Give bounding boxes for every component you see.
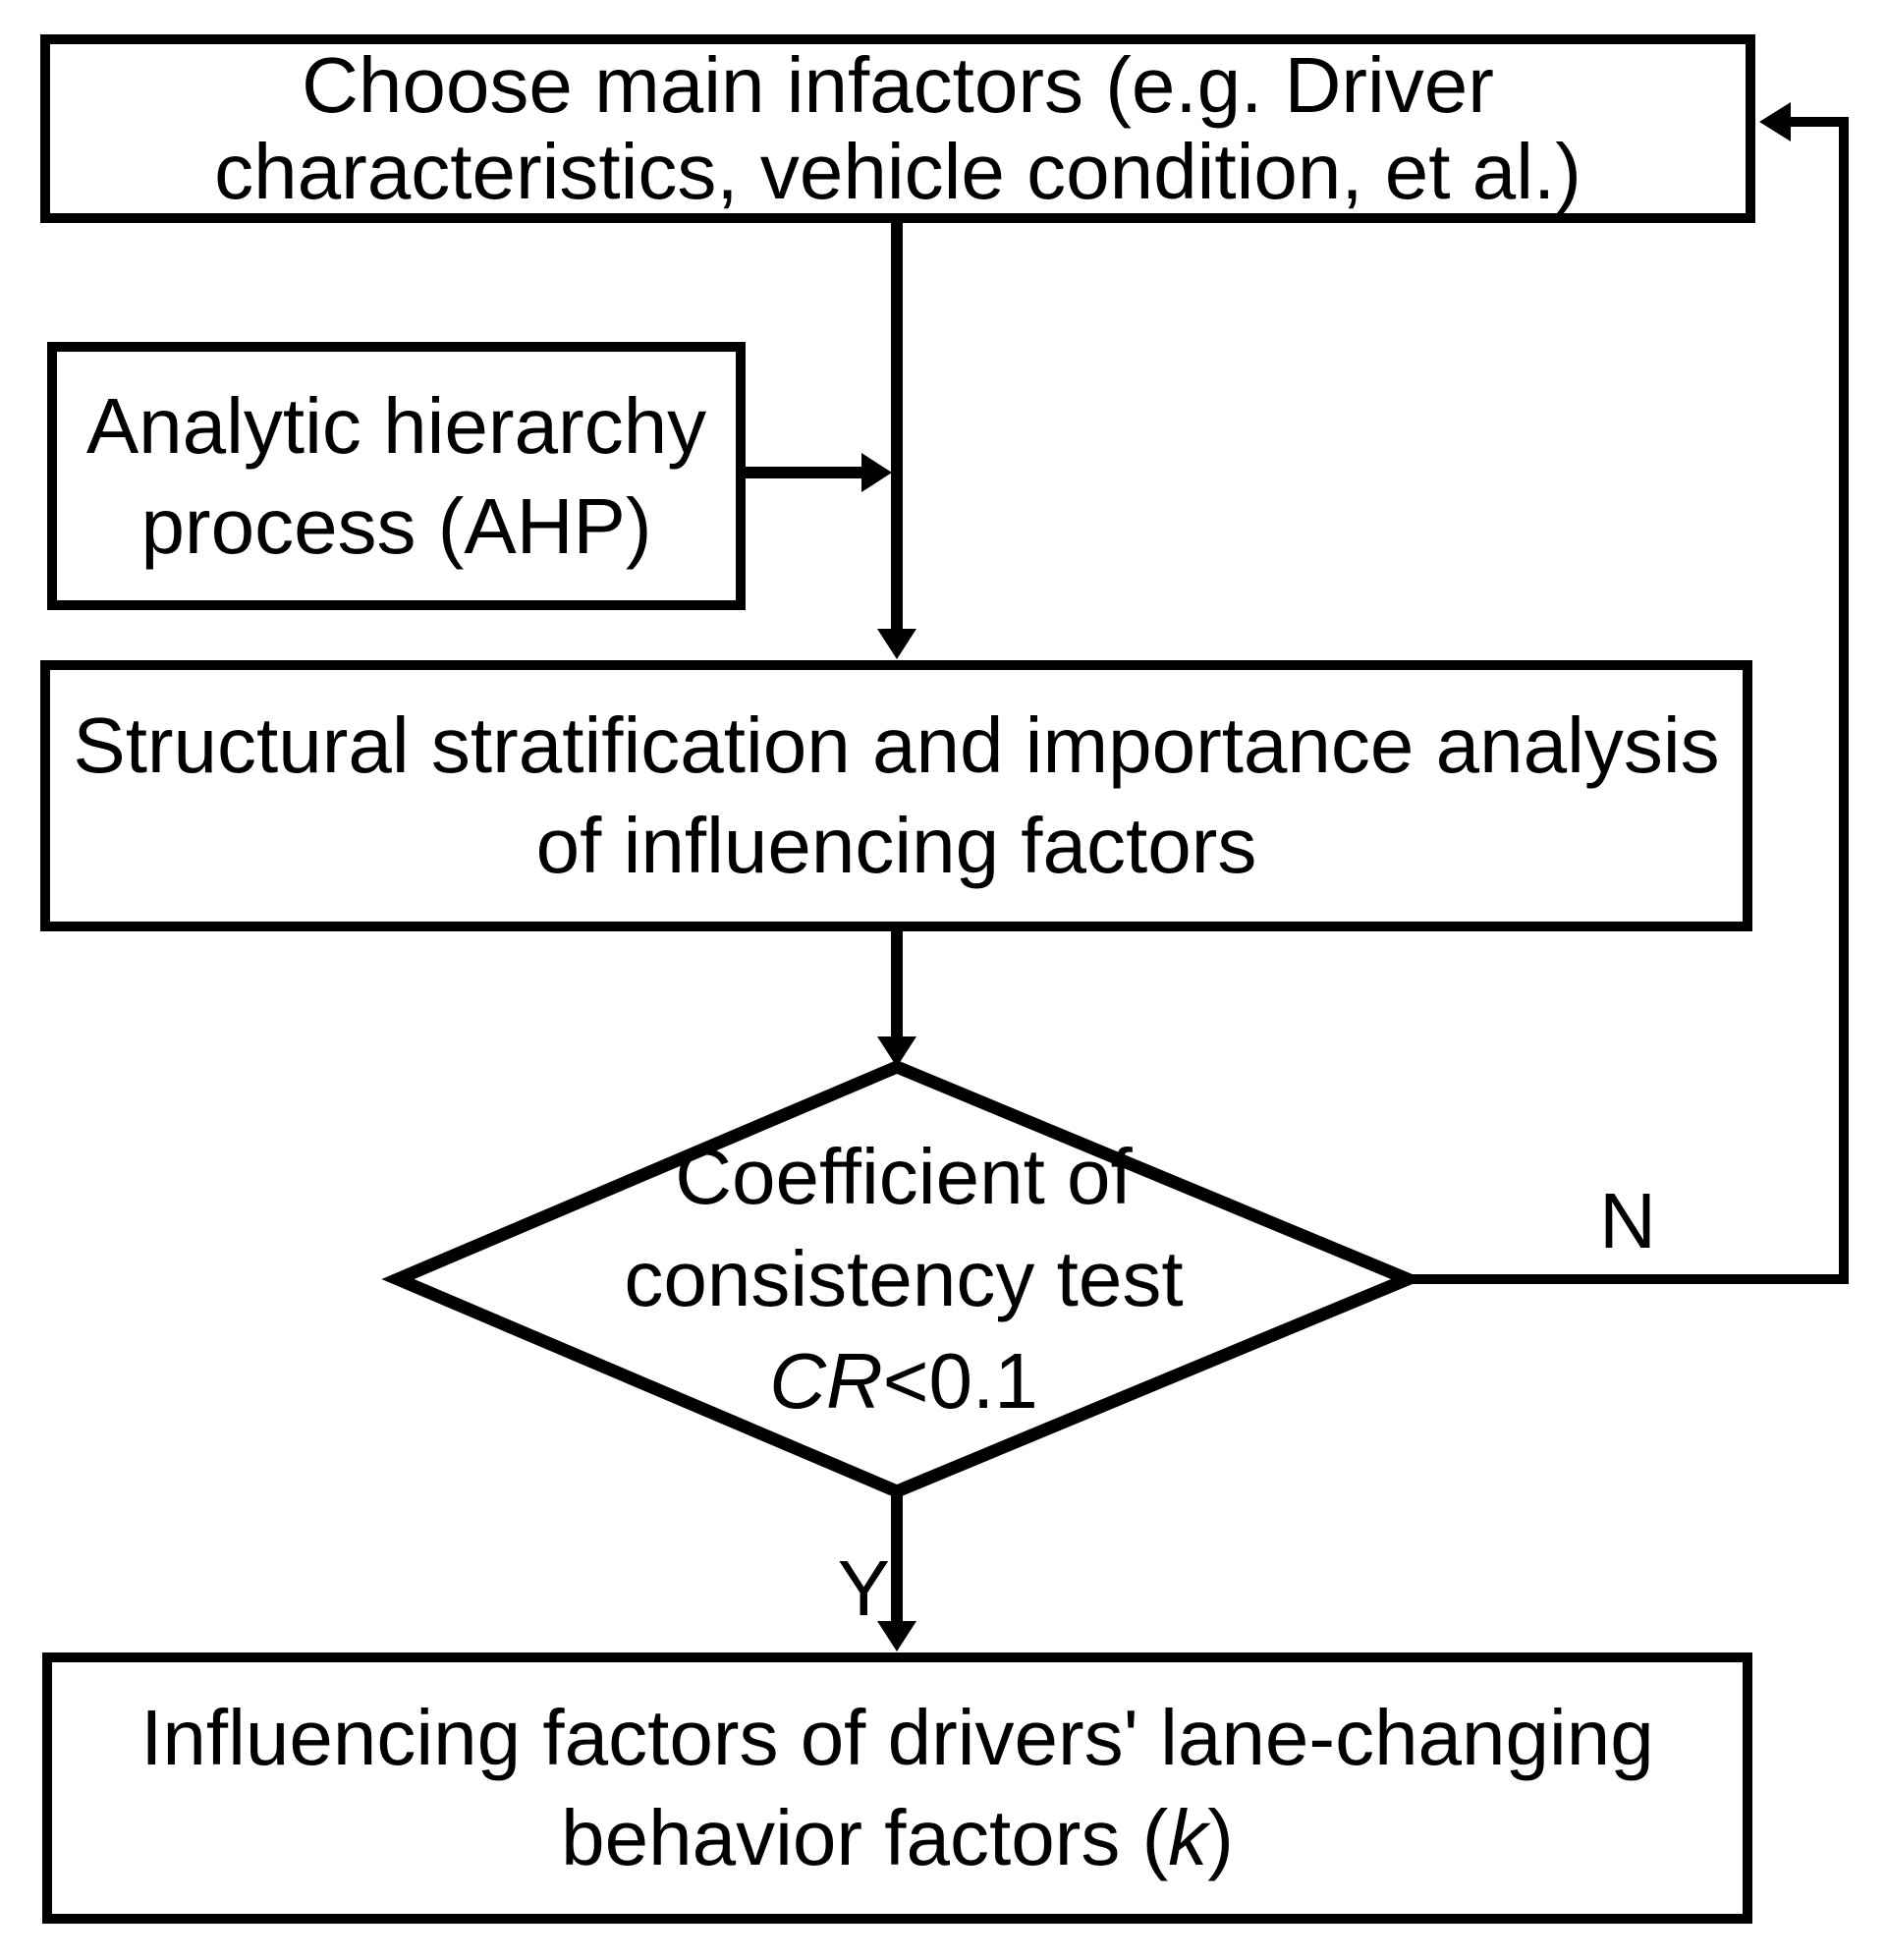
node-analytic-hierarchy-process: Analytic hierarchy process (AHP) [47,342,746,610]
consistency-threshold: <0.1 [882,1337,1038,1425]
node-text-line: process (AHP) [140,481,652,570]
node-consistency-test: Coefficient of consistency test CR<0.1 [413,1098,1395,1460]
consistency-ratio-symbol: CR [769,1337,883,1425]
node-text-line: characteristics, vehicle condition, et a… [214,128,1581,215]
node-text-line: Coefficient of [675,1133,1133,1220]
factor-count-symbol: k [1168,1794,1208,1881]
node-text-line: Influencing factors of drivers' lane-cha… [140,1694,1654,1781]
arrowhead-into-result [877,1621,916,1652]
node-text-line: of influencing factors [535,802,1257,889]
node-influencing-factors-result: Influencing factors of drivers' lane-cha… [42,1652,1752,1924]
arrowhead-into-choose [1759,102,1791,141]
node-text-line: Analytic hierarchy [85,381,707,470]
node-text-line: Structural stratification and importance… [73,701,1720,789]
arrowhead-ahp [861,453,892,492]
node-choose-main-factors: Choose main infactors (e.g. Driver chara… [40,34,1755,223]
edge-label-no: N [1599,1177,1656,1264]
result-line2-prefix: behavior factors ( [561,1794,1169,1881]
node-text-line: consistency test [624,1235,1184,1322]
node-text-line: Choose main infactors (e.g. Driver [302,41,1494,129]
node-structural-stratification: Structural stratification and importance… [40,660,1752,931]
edge-label-yes: Y [837,1544,890,1632]
arrowhead-into-decision [877,1036,916,1067]
arrowhead-into-stratification [877,629,916,659]
node-text-line: CR<0.1 [769,1330,1037,1432]
node-text-line: behavior factors (k) [561,1788,1234,1888]
no-feedback-path [1405,117,1849,1284]
result-line2-suffix: ) [1207,1794,1234,1881]
